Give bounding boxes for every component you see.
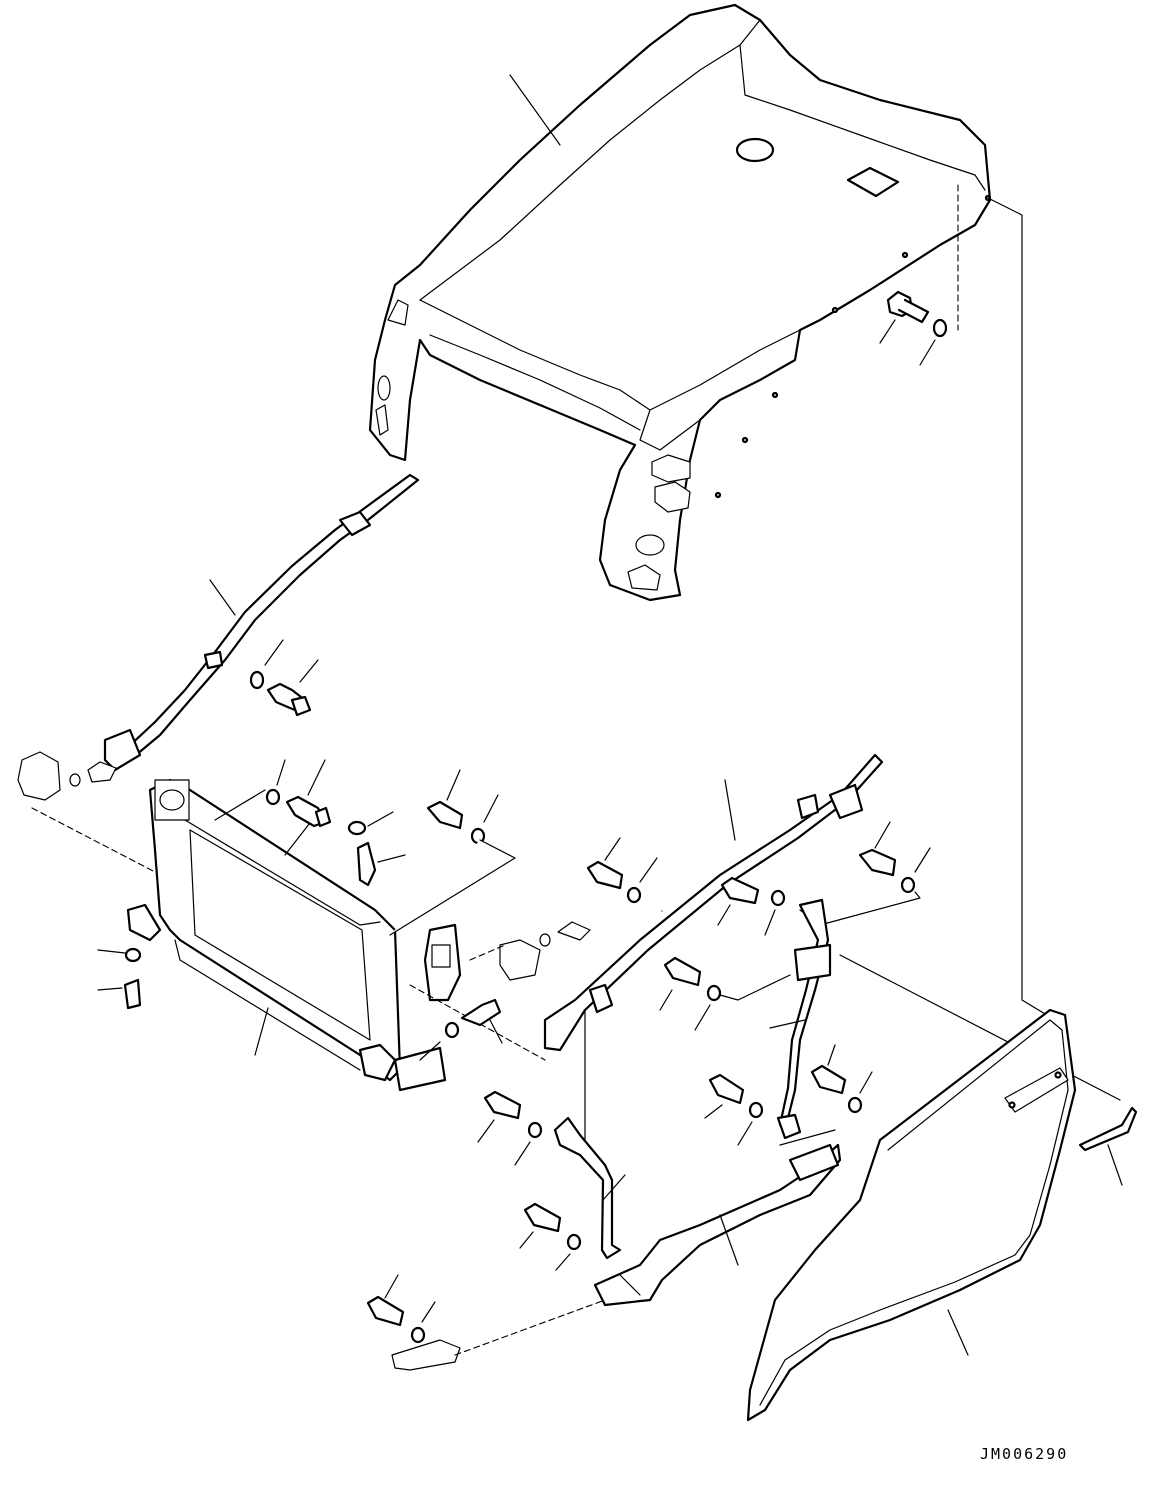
hood-round-cutout [735, 137, 775, 163]
left-bracket-ref [17, 751, 181, 886]
fasteners-left [97, 947, 142, 1010]
fasteners-radiator-top [265, 759, 516, 936]
left-stay-rod [103, 473, 420, 772]
hood-cover [368, 3, 992, 602]
radiator-side-bracket [393, 921, 591, 1092]
fasteners-mid-right [659, 956, 873, 1146]
lower-bracket-assembly [553, 1116, 842, 1307]
bolt-hood-right [879, 290, 948, 366]
drawing-code: JM006290 [980, 1445, 1069, 1463]
washer-bolt-stay [249, 639, 319, 717]
radiator-frame [126, 778, 402, 1082]
vertical-stay [769, 898, 1121, 1140]
hood-square-cutout [846, 166, 900, 198]
right-stay-rod [543, 753, 884, 1151]
fasteners-bottom [366, 1090, 606, 1371]
fasteners-right-rod [586, 821, 931, 936]
side-panel [746, 1008, 1077, 1422]
handle [1078, 1106, 1138, 1186]
